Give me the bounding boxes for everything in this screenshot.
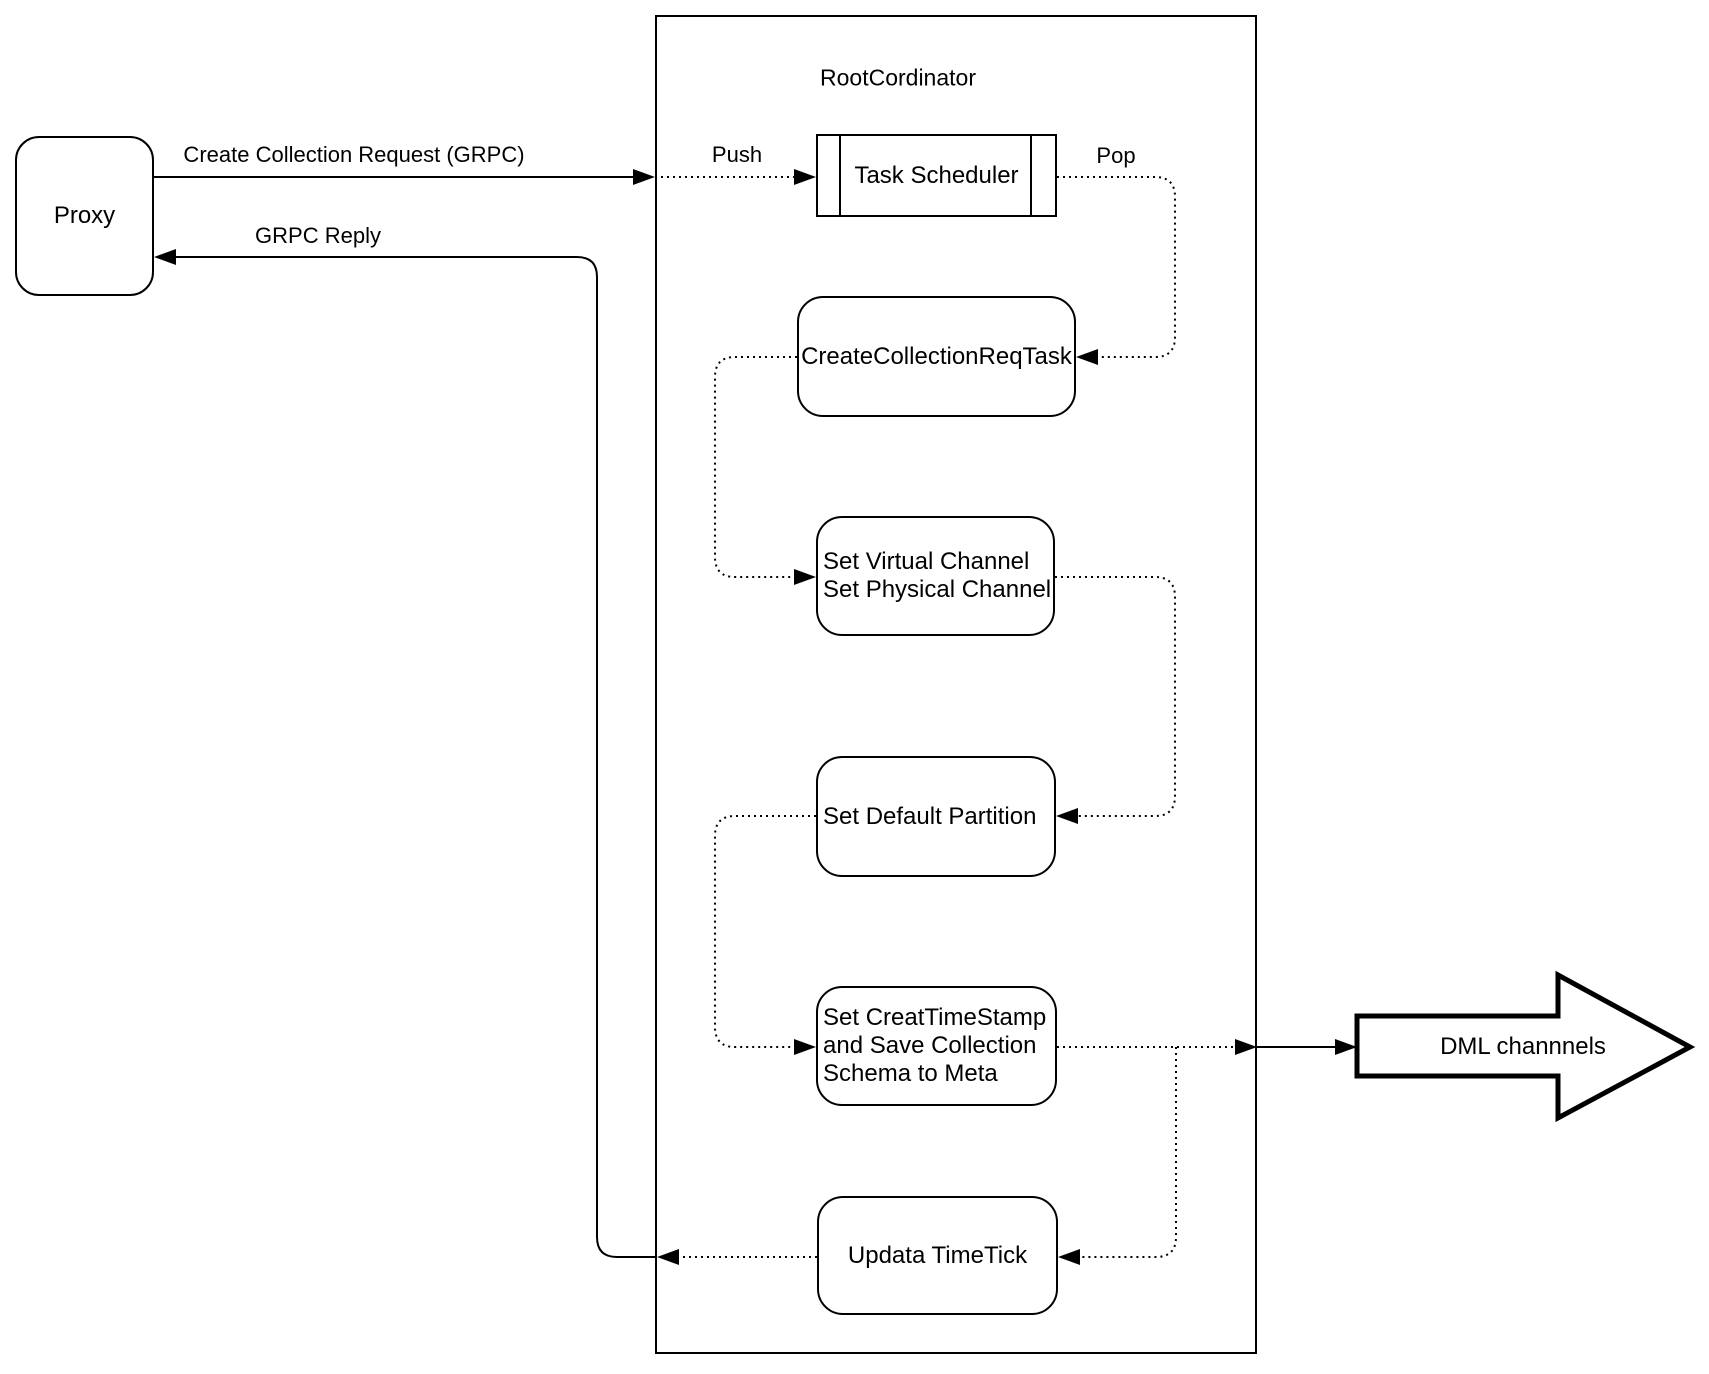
set-creat-timestamp-line2: and Save Collection (823, 1032, 1037, 1059)
set-creat-timestamp-node: Set CreatTimeStamp and Save Collection S… (816, 986, 1057, 1106)
edge-grpc-reply-arrowhead (154, 249, 176, 265)
task-scheduler-label: Task Scheduler (854, 161, 1019, 189)
edge-to-dml-channels (1257, 1039, 1357, 1055)
edge-to-dml-channels-arrowhead (1335, 1039, 1357, 1055)
set-creat-timestamp-line1: Set CreatTimeStamp (823, 1004, 1047, 1031)
set-default-partition-node: Set Default Partition (816, 756, 1056, 877)
set-default-partition-label: Set Default Partition (823, 802, 1037, 830)
set-virtual-channel-line2: Set Physical Channel (823, 576, 1052, 603)
proxy-label: Proxy (53, 202, 116, 229)
task-scheduler-right-bar (1030, 136, 1032, 215)
task-scheduler-node: Task Scheduler (816, 134, 1057, 217)
dml-channels-label: DML channnels (1440, 1033, 1606, 1060)
edge-create-collection-request-arrowhead (633, 169, 655, 185)
set-virtual-channel-line1: Set Virtual Channel (823, 548, 1030, 575)
pop-label: Pop (1096, 143, 1136, 168)
updata-timetick-label: Updata TimeTick (847, 1241, 1028, 1269)
set-virtual-channel-node: Set Virtual Channel Set Physical Channel (816, 516, 1055, 636)
edge-create-collection-request (154, 169, 655, 185)
task-scheduler-left-bar (839, 136, 841, 215)
create-collection-request-label: Create Collection Request (GRPC) (183, 142, 525, 167)
create-collection-req-task-node: CreateCollectionReqTask (797, 296, 1076, 417)
set-creat-timestamp-line3: Schema to Meta (823, 1060, 998, 1087)
push-label: Push (711, 142, 763, 167)
proxy-node: Proxy (15, 136, 154, 296)
edge-grpc-reply (154, 249, 657, 1258)
root-coordinator-title: RootCordinator (820, 64, 976, 91)
edge-grpc-reply-line (176, 256, 657, 1258)
create-collection-req-task-label: CreateCollectionReqTask (801, 342, 1072, 370)
updata-timetick-node: Updata TimeTick (817, 1196, 1058, 1315)
grpc-reply-label: GRPC Reply (255, 223, 381, 248)
